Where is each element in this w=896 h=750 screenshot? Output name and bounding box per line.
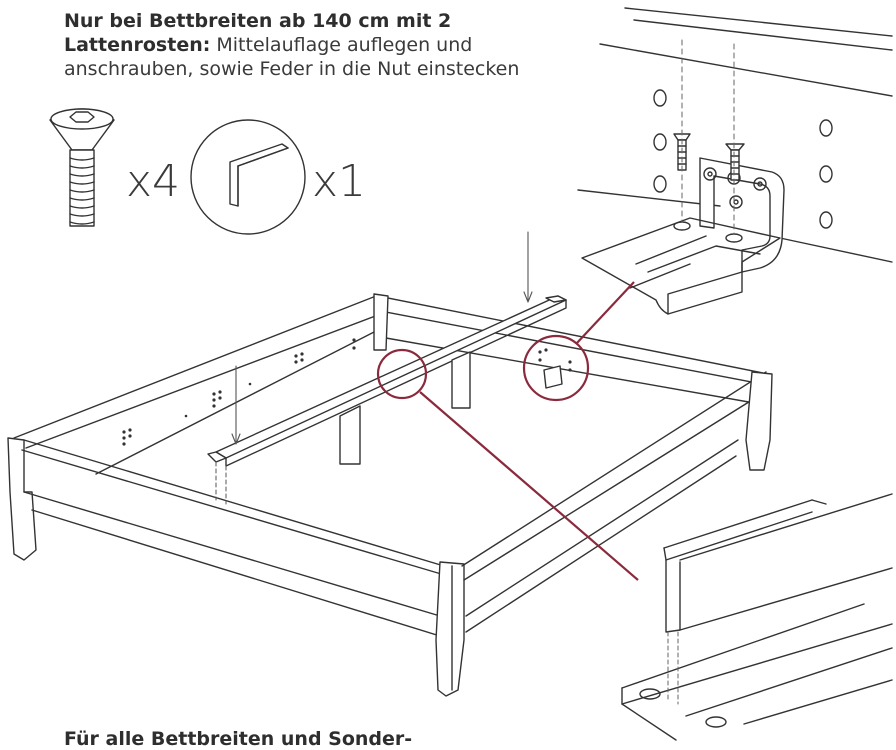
highlight-callouts [376, 281, 639, 581]
instruction-text: Nur bei Bettbreiten ab 140 cm mit 2 Latt… [64, 9, 584, 81]
footer-instruction: Für alle Bettbreiten und Sonder- [64, 728, 413, 750]
bracket-detail [577, 7, 893, 315]
feather-strip-icon [190, 119, 306, 235]
screw-quantity: x4 [126, 156, 181, 207]
bed-frame [7, 293, 773, 697]
instruction-line-3: anschrauben, sowie Feder in die Nut eins… [64, 58, 520, 80]
instruction-line-2-rest: Mittelauflage auflegen und [210, 34, 473, 56]
instruction-line-2-bold: Lattenrosten: [64, 34, 211, 56]
feather-groove-detail [621, 493, 893, 741]
instruction-line-1: Nur bei Bettbreiten ab 140 cm mit 2 [64, 10, 452, 32]
screw-icon [49, 108, 115, 227]
feather-quantity: x1 [312, 156, 367, 207]
